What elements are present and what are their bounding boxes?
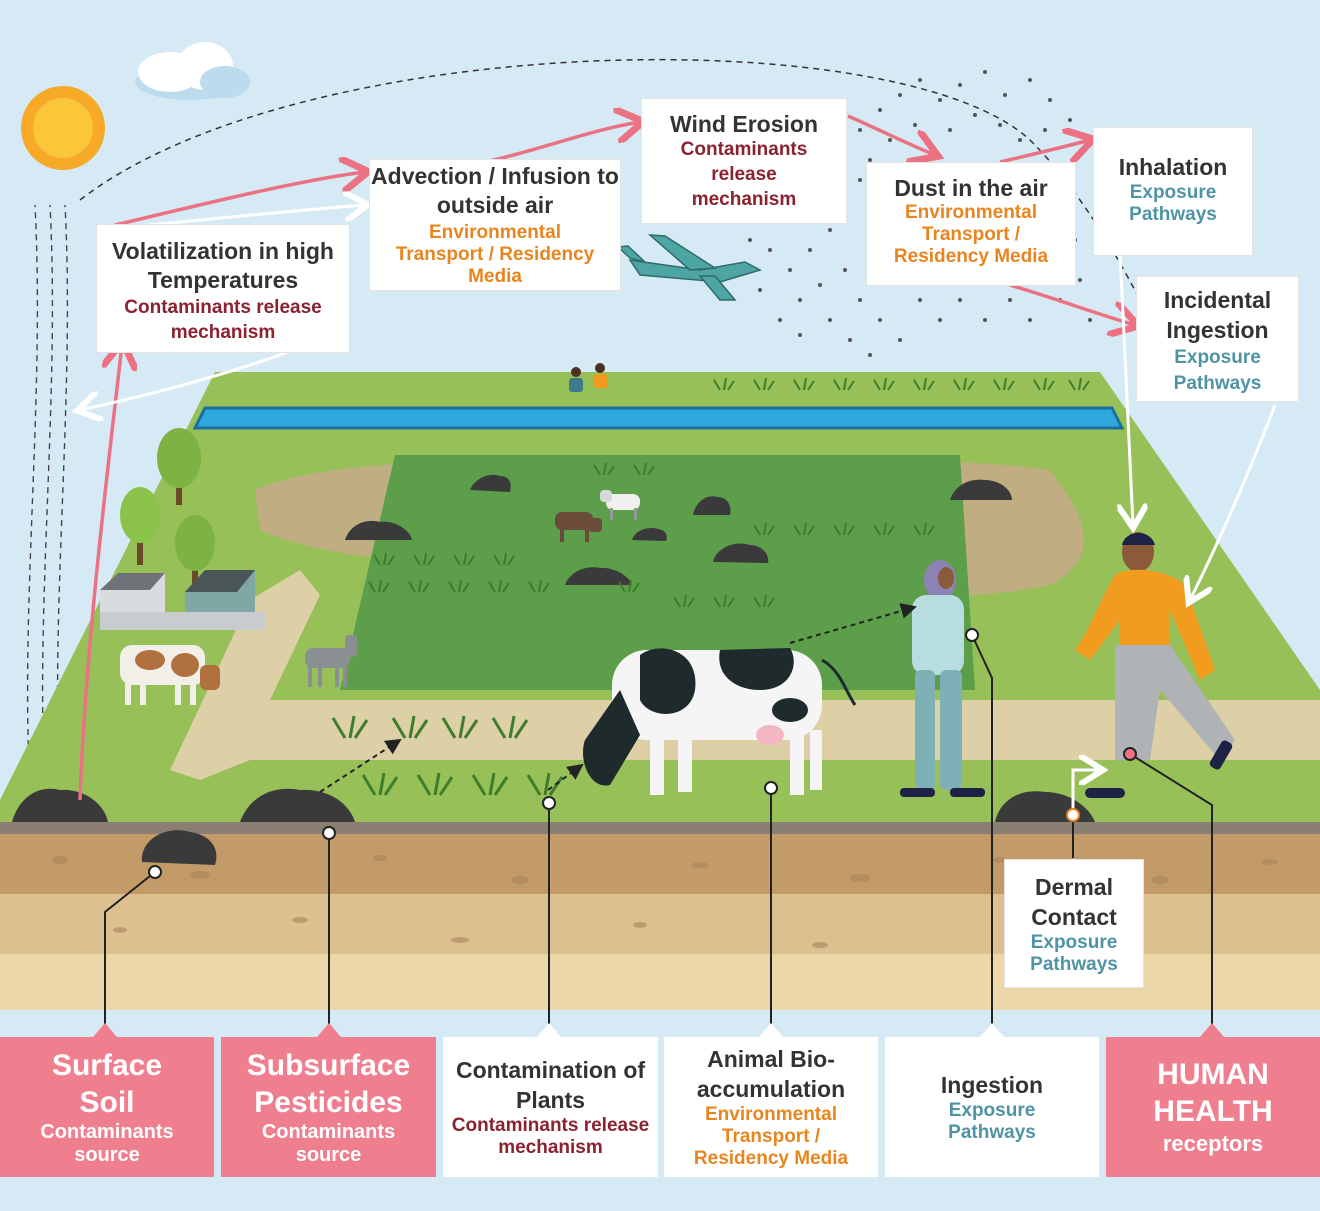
incidental-ingestion-title: Incidental Ingestion — [1163, 287, 1272, 343]
box-pointers — [93, 1023, 1224, 1037]
subsurface-pesticides-box: Subsurface Pesticides Contaminants sourc… — [221, 1037, 436, 1177]
ingestion-box: Ingestion Exposure Pathways — [885, 1037, 1099, 1177]
dust-sub: Environmental Transport / Residency Medi… — [893, 202, 1049, 267]
advection-label: Advection / Infusion to outside air Envi… — [370, 160, 620, 290]
advection-sub: Environmental Transport / Residency Medi… — [395, 222, 595, 287]
donkey-icon — [305, 635, 357, 687]
airplane-icon — [616, 234, 762, 301]
inhalation-label: Inhalation Exposure Pathways — [1094, 128, 1252, 255]
tree-icons — [120, 428, 215, 595]
ingestion-sub: Exposure Pathways — [948, 1100, 1036, 1143]
wind-erosion-label: Wind Erosion Contaminants release mechan… — [642, 99, 846, 223]
animal-bioaccumulation-sub: Environmental Transport / Residency Medi… — [693, 1104, 849, 1169]
dashed-transfer-arrows — [319, 603, 917, 793]
man-figure — [1075, 532, 1235, 798]
dairy-cow-icon — [582, 648, 857, 795]
river — [192, 406, 1125, 430]
house-icons — [100, 570, 265, 630]
dust-label: Dust in the air Environmental Transport … — [867, 163, 1075, 285]
dermal-contact-sub: Exposure Pathways — [1030, 932, 1118, 975]
volatilization-title: Volatilization in high Temperatures — [112, 238, 334, 293]
ingestion-title: Ingestion — [940, 1072, 1044, 1098]
contamination-plants-box: Contamination of Plants Contaminants rel… — [443, 1037, 658, 1177]
dermal-contact-label: Dermal Contact Exposure Pathways — [1005, 860, 1143, 987]
topsoil-line — [0, 822, 1320, 834]
sheep-icon — [600, 490, 640, 520]
contamination-plants-title: Contamination of Plants — [455, 1057, 646, 1113]
animal-bioaccumulation-box: Animal Bio-accumulation Environmental Tr… — [664, 1037, 878, 1177]
contamination-plants-sub: Contaminants release mechanism — [451, 1115, 650, 1158]
surface-soil-box: Surface Soil Contaminants source — [0, 1037, 214, 1177]
brown-cow-icon — [120, 645, 220, 705]
air-arc-dashed — [79, 59, 1146, 311]
inhalation-sub: Exposure Pathways — [1129, 182, 1217, 225]
woman-figure — [900, 560, 985, 797]
dust-title: Dust in the air — [894, 175, 1048, 201]
pink-flow-arrows — [78, 116, 1135, 801]
leader-dots — [148, 628, 1137, 879]
cloud-icon — [135, 42, 250, 100]
crop-seedlings — [331, 715, 564, 796]
goat-icon — [555, 512, 602, 542]
advection-title: Advection / Infusion to outside air — [371, 163, 619, 218]
incidental-ingestion-label: Incidental Ingestion Exposure Pathways — [1137, 277, 1298, 401]
incidental-ingestion-sub: Exposure Pathways — [1173, 347, 1262, 394]
human-health-box: HUMAN HEALTH receptors — [1106, 1037, 1320, 1177]
subsurface-pesticides-sub: Contaminants source — [261, 1121, 396, 1166]
surface-soil-title: Surface Soil — [51, 1049, 163, 1119]
subsurface-pesticides-title: Subsurface Pesticides — [246, 1049, 411, 1119]
wind-erosion-sub: Contaminants release mechanism — [680, 139, 808, 210]
dermal-contact-title: Dermal Contact — [1031, 874, 1117, 930]
human-health-title: HUMAN HEALTH — [1153, 1058, 1273, 1128]
crop-field — [340, 455, 975, 690]
soil-texture — [52, 855, 1278, 948]
contaminant-piles — [12, 474, 1095, 865]
leader-lines — [104, 634, 1213, 1025]
volatilization-sub: Contaminants release mechanism — [124, 297, 322, 343]
sun-icon — [21, 86, 105, 170]
children-icon — [569, 363, 608, 392]
field-seedlings — [368, 377, 1090, 608]
surface-soil-sub: Contaminants source — [40, 1121, 174, 1166]
animal-bioaccumulation-title: Animal Bio-accumulation — [696, 1046, 846, 1102]
inhalation-title: Inhalation — [1118, 154, 1228, 180]
wind-erosion-title: Wind Erosion — [669, 111, 818, 137]
human-health-sub: receptors — [1162, 1131, 1264, 1156]
dirt-path — [170, 570, 1320, 780]
volatilization-label: Volatilization in high Temperatures Cont… — [97, 225, 349, 352]
